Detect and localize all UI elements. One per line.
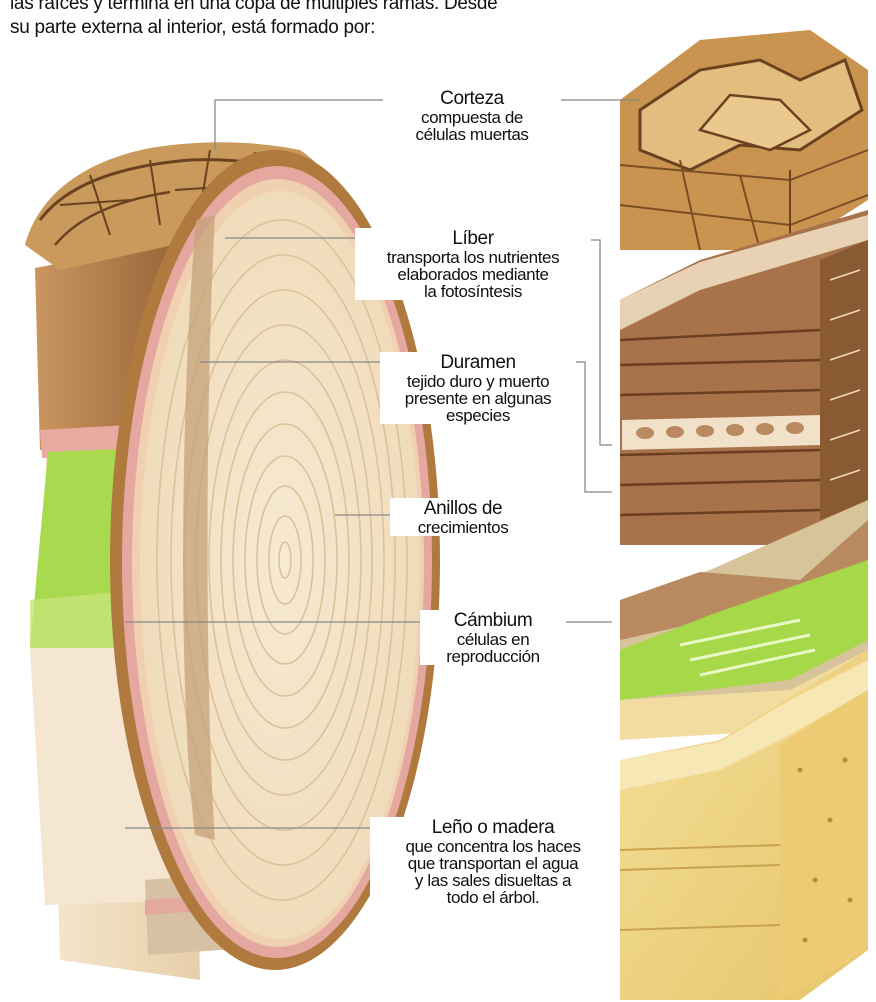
label-corteza-name: Corteza (386, 88, 558, 109)
label-liber: Líber transporta los nutrientes elaborad… (355, 228, 591, 300)
label-leno-desc: que concentra los haces que transportan … (373, 838, 613, 906)
label-duramen-desc: tejido duro y muerto presente en algunas… (383, 373, 573, 424)
label-duramen: Duramen tejido duro y muerto presente en… (380, 352, 576, 424)
label-anillos-name: Anillos de (393, 498, 533, 519)
label-liber-name: Líber (358, 228, 588, 249)
label-leno: Leño o madera que concentra los haces qu… (370, 817, 616, 906)
label-anillos: Anillos de crecimientos (390, 498, 536, 536)
label-cambium-desc: células en reproducción (423, 631, 563, 665)
label-corteza: Corteza compuesta de células muertas (383, 88, 561, 143)
label-cambium: Cámbium células en reproducción (420, 610, 566, 665)
label-duramen-name: Duramen (383, 352, 573, 373)
label-leno-name: Leño o madera (373, 817, 613, 838)
label-corteza-desc: compuesta de células muertas (386, 109, 558, 143)
label-cambium-name: Cámbium (423, 610, 563, 631)
label-anillos-desc: crecimientos (393, 519, 533, 536)
label-liber-desc: transporta los nutrientes elaborados med… (358, 249, 588, 300)
liber-block (620, 210, 868, 545)
bark-block (620, 30, 868, 250)
